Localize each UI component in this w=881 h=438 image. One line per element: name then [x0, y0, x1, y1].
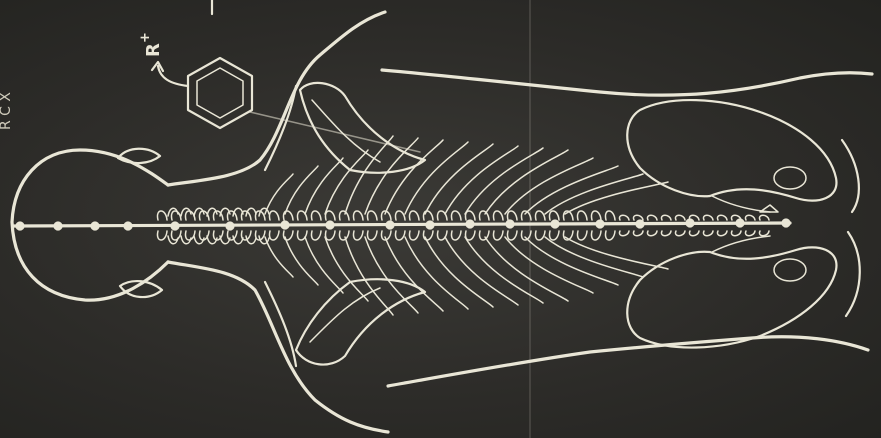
- vertebra-upper: [423, 211, 433, 220]
- vertebra-upper: [633, 215, 643, 220]
- vertebra-lower: [535, 231, 545, 240]
- vertebra-upper: [493, 211, 503, 220]
- rib-upper: [405, 142, 468, 214]
- substituent-charge: +: [138, 32, 153, 43]
- vertebra-lower: [269, 231, 279, 240]
- vertebra-upper: [717, 215, 727, 220]
- vertebra-lower: [731, 231, 741, 236]
- vertebra-upper: [465, 211, 475, 220]
- rib-upper: [445, 146, 518, 214]
- vertebra-upper: [675, 215, 685, 220]
- vertebra-upper: [661, 215, 671, 220]
- vertebra-lower: [451, 231, 461, 240]
- vertebra-upper: [647, 215, 657, 220]
- vertebra-upper: [409, 211, 419, 220]
- rib-lower: [285, 237, 318, 285]
- rib-lower: [465, 237, 543, 303]
- vertebra-lower: [605, 231, 615, 240]
- vertebra-upper: [535, 211, 545, 220]
- rib-upper: [525, 166, 618, 214]
- vertebra-upper: [157, 211, 167, 220]
- rib-upper: [425, 144, 493, 214]
- vertebra-lower: [311, 231, 321, 240]
- vertebra-lower: [493, 231, 503, 240]
- cervical-process: [246, 208, 256, 216]
- rib-upper: [545, 174, 643, 214]
- rib-upper: [465, 148, 543, 214]
- vertebra-upper: [269, 211, 279, 220]
- vertebra-lower: [647, 231, 657, 236]
- vertebra-lower: [395, 231, 405, 240]
- vertebra-lower: [423, 231, 433, 240]
- vertebra-upper: [577, 211, 587, 220]
- vertebra-lower: [339, 231, 349, 240]
- vertebra-lower: [409, 231, 419, 240]
- substituent-label: R: [143, 43, 164, 57]
- rib-upper: [285, 166, 318, 214]
- vertebra-upper: [549, 211, 559, 220]
- vertebra-upper: [325, 211, 335, 220]
- rib-lower: [385, 237, 443, 311]
- vertebra-upper: [311, 211, 321, 220]
- vertebra-lower: [549, 231, 559, 240]
- vertebra-lower: [367, 231, 377, 240]
- vertebra-upper: [759, 215, 769, 220]
- vertebra-lower: [157, 231, 167, 240]
- vertebra-lower: [591, 231, 601, 240]
- vertebra-lower: [325, 231, 335, 240]
- vertebra-upper: [479, 211, 489, 220]
- spinal-column: [14, 220, 790, 230]
- vertebra-upper: [745, 215, 755, 220]
- vertebra-upper: [591, 211, 601, 220]
- vertebra-lower: [465, 231, 475, 240]
- rib-lower: [545, 237, 643, 277]
- rib-lower: [265, 237, 293, 277]
- vertebra-lower: [689, 231, 699, 236]
- vertebra-lower: [213, 231, 223, 240]
- vertebra-upper: [171, 211, 181, 220]
- vertebra-lower: [661, 231, 671, 236]
- rib-lower: [525, 237, 618, 285]
- rib-upper: [305, 158, 343, 214]
- vertebra-lower: [507, 231, 517, 240]
- vertebra-upper: [619, 215, 629, 220]
- rib-lower: [565, 237, 668, 269]
- vertebra-lower: [577, 231, 587, 240]
- vertebra-upper: [605, 211, 615, 220]
- rib-lower: [405, 237, 468, 309]
- rib-lower: [305, 237, 343, 293]
- vertebra-lower: [619, 231, 629, 236]
- rib-upper: [325, 150, 368, 214]
- rib-lower: [445, 237, 518, 305]
- vertebra-upper: [395, 211, 405, 220]
- rib-upper: [565, 182, 668, 214]
- vertebra-lower: [479, 231, 489, 240]
- vertebra-lower: [353, 231, 363, 240]
- vertebra-lower: [171, 231, 181, 240]
- rib-lower: [425, 237, 493, 307]
- benzene-ring: [188, 58, 252, 128]
- vertebra-upper: [703, 215, 713, 220]
- vertebra-lower: [675, 231, 685, 236]
- vertebra-lower: [745, 231, 755, 236]
- cervical-process: [246, 236, 256, 244]
- vertebra-upper: [353, 211, 363, 220]
- vertebra-lower: [633, 231, 643, 236]
- vertebra-upper: [339, 211, 349, 220]
- vertebra-lower: [227, 231, 237, 240]
- vertebra-lower: [717, 231, 727, 236]
- edge-fragment-text: R C X: [0, 92, 14, 130]
- rib-upper: [265, 174, 293, 214]
- vertebra-upper: [451, 211, 461, 220]
- vertebra-lower: [759, 231, 769, 236]
- vertebra-upper: [507, 211, 517, 220]
- vertebra-upper: [367, 211, 377, 220]
- rib-lower: [325, 237, 368, 301]
- vertebra-lower: [703, 231, 713, 236]
